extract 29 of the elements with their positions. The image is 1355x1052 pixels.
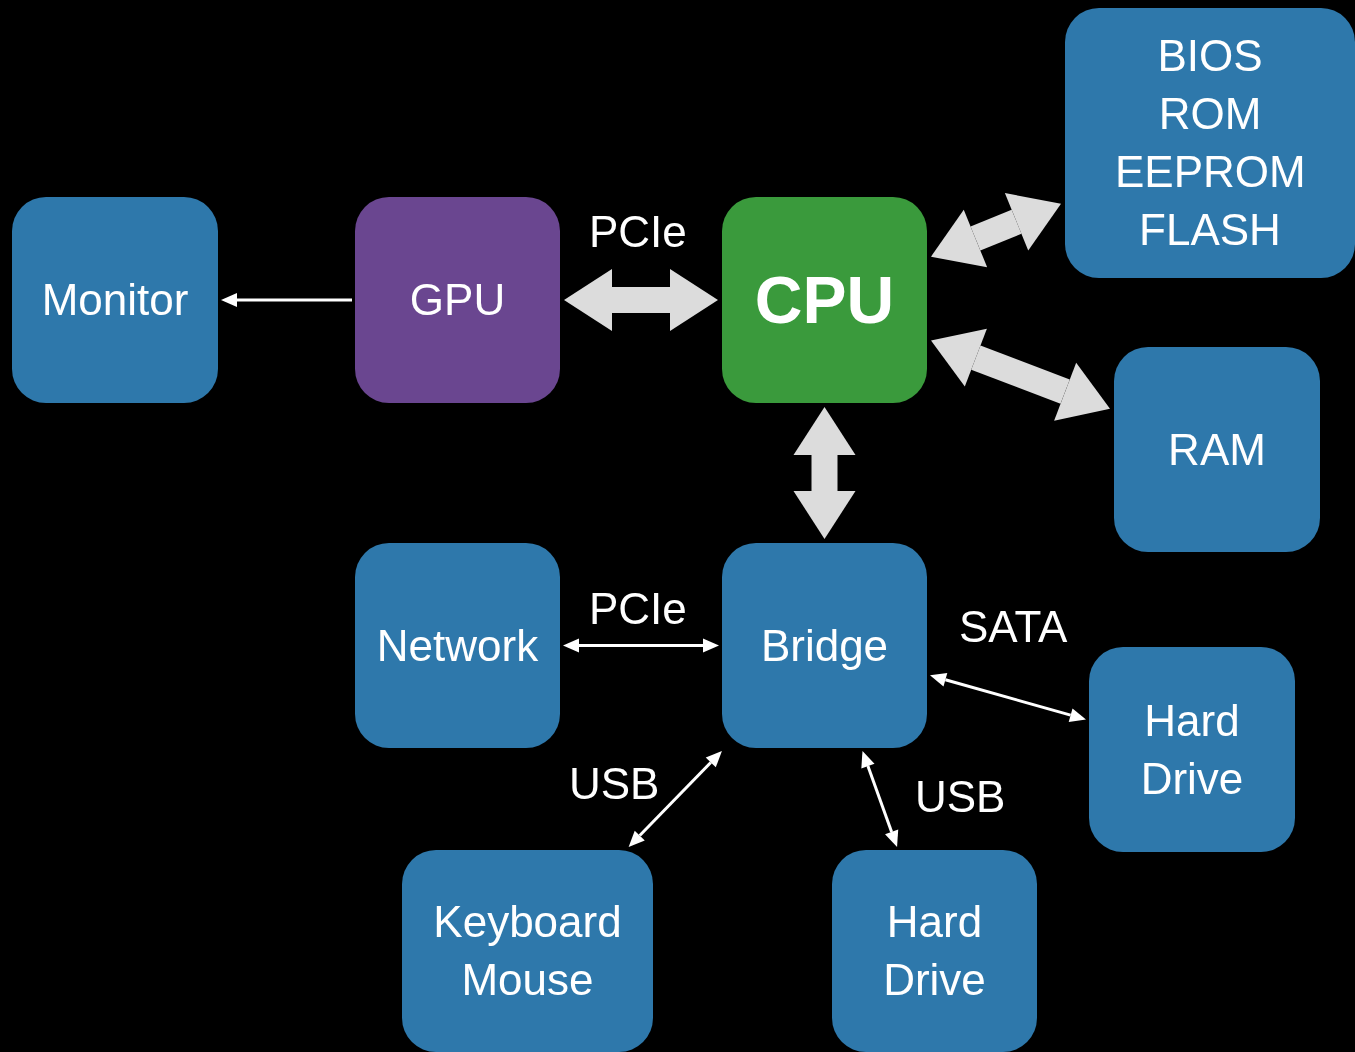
arrow: [930, 673, 1086, 722]
node-label: CPU: [754, 271, 895, 329]
arrow: [628, 751, 722, 847]
component-box: [1065, 8, 1355, 278]
arrow: [221, 293, 352, 307]
gpu-box: [355, 197, 560, 403]
node-label: GPU: [409, 274, 506, 326]
component-box: [402, 850, 653, 1052]
node-label: Monitor: [41, 274, 189, 326]
node-label: BIOS ROM EEPROM FLASH: [1115, 30, 1305, 256]
bus-arrow: [564, 269, 718, 331]
component-box: [1089, 647, 1295, 852]
bus-arrow: [931, 193, 1061, 268]
node-label: Network: [376, 619, 539, 672]
node-label: Hard Drive: [882, 896, 987, 1006]
component-box: [12, 197, 218, 403]
bus-arrow: [931, 328, 1110, 421]
cpu-box: [722, 197, 927, 403]
component-box: [722, 543, 927, 748]
component-box: [1114, 347, 1320, 552]
arrow: [563, 638, 719, 653]
bus-arrow: [793, 407, 856, 539]
arrow: [861, 751, 899, 847]
node-label: Hard Drive: [1139, 694, 1245, 805]
node-label: RAM: [1168, 423, 1266, 476]
node-label: Keyboard Mouse: [432, 896, 623, 1006]
node-label: Bridge: [760, 619, 889, 672]
component-box: [832, 850, 1037, 1052]
component-box: [355, 543, 560, 748]
